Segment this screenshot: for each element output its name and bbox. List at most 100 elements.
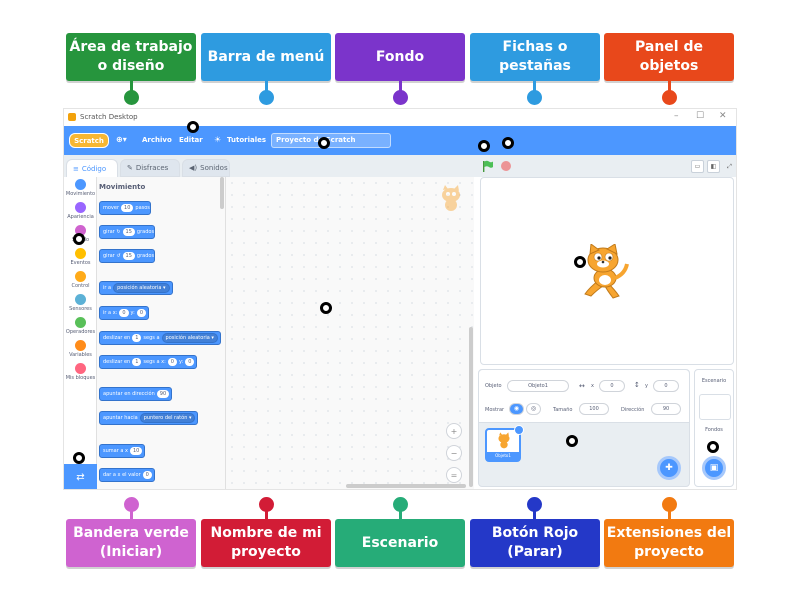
stem xyxy=(130,81,133,93)
dot xyxy=(124,497,139,512)
y-arrows-icon: ↕ xyxy=(634,381,640,389)
category-control[interactable]: Control xyxy=(64,271,97,289)
menu-file[interactable]: Archivo xyxy=(142,136,172,144)
minimize-icon[interactable]: – xyxy=(674,111,679,121)
category-operators[interactable]: Operadores xyxy=(64,317,97,335)
zoom-in-button[interactable]: + xyxy=(446,423,462,439)
fullscreen-icon[interactable]: ⤢ xyxy=(727,162,732,170)
large-stage-icon[interactable]: ◧ xyxy=(707,160,720,173)
tab-costumes[interactable]: ✎ Disfraces xyxy=(120,159,180,177)
speaker-icon: ◀) xyxy=(189,164,198,172)
cat-thumb-icon xyxy=(498,432,510,449)
y-input[interactable]: 0 xyxy=(653,380,679,392)
show-label: Mostrar xyxy=(485,407,505,413)
tutorials-icon[interactable]: ☀ xyxy=(214,135,222,144)
show-visible-button[interactable]: ◉ xyxy=(509,403,524,415)
zoom-out-button[interactable]: − xyxy=(446,445,462,461)
marker-project-name xyxy=(318,137,330,149)
category-my-blocks[interactable]: Mis bloques xyxy=(64,363,97,381)
sprite-label: Objeto xyxy=(485,383,502,389)
menu-edit[interactable]: Editar xyxy=(179,136,203,144)
language-menu[interactable]: ⊕▾ xyxy=(116,135,127,144)
category-events[interactable]: Eventos xyxy=(64,248,97,266)
category-looks[interactable]: Apariencia xyxy=(64,202,97,220)
y-label: y xyxy=(645,383,648,389)
category-menu: Movimiento Apariencia Sonido Eventos Con… xyxy=(64,177,97,489)
category-label: Variables xyxy=(69,352,92,358)
category-label: Eventos xyxy=(70,260,91,266)
choose-backdrop-button[interactable]: ▣ xyxy=(702,456,726,480)
label-escenario: Escenario xyxy=(335,519,465,567)
tab-code[interactable]: ≡ Código xyxy=(66,159,118,177)
code-area[interactable]: + − = xyxy=(226,177,474,489)
category-label: Control xyxy=(71,283,90,289)
cat-sprite-icon[interactable] xyxy=(579,244,631,300)
category-motion[interactable]: Movimiento xyxy=(64,179,97,197)
stage[interactable] xyxy=(480,177,734,365)
tab-code-label: Código xyxy=(81,164,107,173)
size-label: Tamaño xyxy=(553,407,573,413)
dot xyxy=(662,90,677,105)
category-label: Apariencia xyxy=(67,214,94,220)
label-nombre-proyecto: Nombre de mi proyecto xyxy=(201,519,331,567)
close-icon[interactable]: ✕ xyxy=(719,111,727,121)
stem xyxy=(265,81,268,93)
add-extension-button[interactable]: ⇄ xyxy=(64,464,97,489)
stem xyxy=(399,505,402,519)
menu-tutorials[interactable]: Tutoriales xyxy=(227,136,267,144)
tab-sounds[interactable]: ◀) Sonidos xyxy=(182,159,230,177)
stage-header: ▭ ◧ ⤢ xyxy=(474,155,736,177)
marker-stop xyxy=(502,137,514,149)
stage-target-pane[interactable]: Escenario Fondos ▣ xyxy=(694,369,734,487)
title-bar: Scratch Desktop – ☐ ✕ xyxy=(64,109,736,126)
scratch-logo[interactable]: Scratch xyxy=(69,133,109,148)
delete-sprite-icon[interactable] xyxy=(514,425,524,435)
stem xyxy=(533,81,536,93)
dot xyxy=(527,90,542,105)
dot xyxy=(124,90,139,105)
label-extensiones: Extensiones del proyecto xyxy=(604,519,734,567)
show-hidden-button[interactable]: ◎ xyxy=(526,403,541,415)
category-label: Sensores xyxy=(69,306,92,312)
sprite-pane: Objeto Objeto1 ↔ x 0 ↕ y 0 Mostrar ◉ ◎ T… xyxy=(478,369,690,487)
palette-scrollbar[interactable] xyxy=(220,177,224,209)
choose-sprite-button[interactable]: ✚ xyxy=(657,456,681,480)
x-arrows-icon: ↔ xyxy=(579,382,585,390)
size-input[interactable]: 100 xyxy=(579,403,609,415)
x-input[interactable]: 0 xyxy=(599,380,625,392)
sprite-name-input[interactable]: Objeto1 xyxy=(507,380,569,392)
sprite-thumbnail[interactable]: Objeto1 xyxy=(485,425,524,462)
green-flag-icon[interactable] xyxy=(482,160,494,172)
direction-input[interactable]: 90 xyxy=(651,403,681,415)
code-horizontal-scrollbar[interactable] xyxy=(346,484,466,488)
stem xyxy=(399,81,402,93)
category-sensing[interactable]: Sensores xyxy=(64,294,97,312)
dot xyxy=(259,497,274,512)
category-variables[interactable]: Variables xyxy=(64,340,97,358)
project-name-input[interactable]: Proyecto de Scratch xyxy=(271,133,391,148)
marker-sprite-pane xyxy=(566,435,578,447)
stop-button[interactable] xyxy=(501,161,511,171)
maximize-icon[interactable]: ☐ xyxy=(696,111,705,121)
editor-tabs: ≡ Código ✎ Disfraces ◀) Sonidos xyxy=(64,155,474,177)
small-stage-icon[interactable]: ▭ xyxy=(691,160,704,173)
stage-backdrop-thumb[interactable] xyxy=(699,394,731,420)
zoom-reset-button[interactable]: = xyxy=(446,467,462,483)
code-vertical-scrollbar[interactable] xyxy=(469,327,473,487)
sprite-watermark-icon xyxy=(442,185,460,211)
label-area-de-trabajo: Área de trabajo o diseño xyxy=(66,33,196,81)
stem xyxy=(130,505,133,519)
stage-pane-title: Escenario xyxy=(701,378,727,384)
